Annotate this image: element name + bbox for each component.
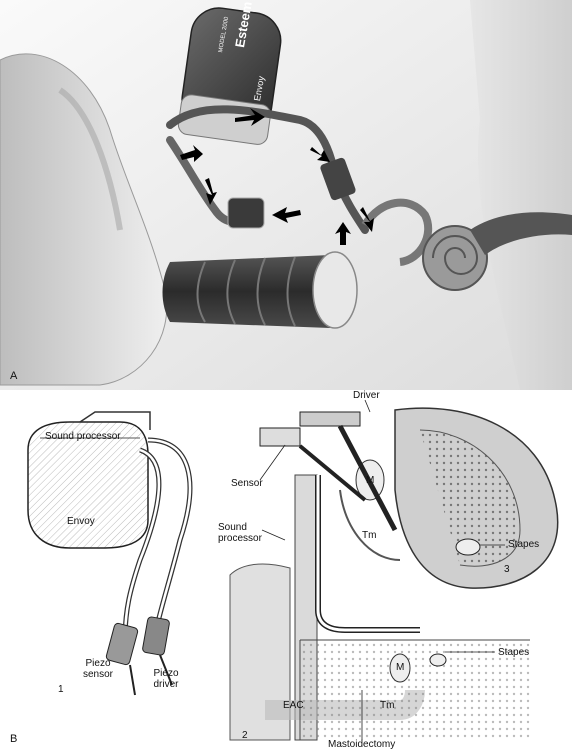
label-stapes-upper: Stapes (508, 539, 540, 550)
ear-canal-shape (162, 255, 343, 328)
label-mastoidectomy: Mastoidectomy (328, 739, 396, 750)
lead-driver-shape (166, 105, 369, 234)
label-m-lower: M (396, 662, 405, 673)
label-stapes-lower: Stapes (498, 647, 530, 658)
panel-a-drawing (0, 0, 572, 390)
skull-wall-shape (470, 0, 572, 390)
panel-b-line-drawing: Sound processor Envoy Piezo sensor Piezo… (0, 390, 572, 750)
auditory-nerve-shape (470, 212, 572, 255)
piezo-driver-tip (159, 654, 173, 686)
label-eac: EAC (283, 700, 304, 711)
mastoid-air-cells (300, 640, 530, 740)
label-m-upper: M (366, 475, 375, 486)
label-tm-upper: Tm (362, 530, 377, 541)
piezo-sensor-body (105, 622, 139, 666)
label-tm-lower: Tm (380, 700, 395, 711)
stapes-lower-shape (429, 653, 447, 667)
piezo-driver-body (142, 616, 170, 656)
panel-a-3d-illustration: Esteem MODEL 2000 Envoy A (0, 0, 572, 390)
malleus-lower (389, 653, 411, 683)
panel-b-drawing (27, 399, 559, 741)
arrow-3 (180, 145, 203, 162)
driver-rod (337, 424, 398, 532)
ear-canal-ridges (196, 256, 296, 327)
tm-upper-line (339, 489, 401, 561)
label-sound-processor: Sound processor (45, 431, 121, 442)
arrow-7 (360, 207, 374, 232)
stapes-upper-shape (455, 538, 481, 556)
envoy-device-drawing (27, 411, 151, 549)
piezo-sensor-tip (129, 664, 136, 696)
inset-air-cells (419, 429, 521, 567)
label-number-1: 1 (58, 684, 64, 695)
lead-driver-line (147, 437, 193, 636)
eardrum-shape (312, 251, 358, 329)
envoy-device (177, 7, 282, 145)
sensor-connector (227, 197, 265, 229)
arrow-6 (335, 222, 351, 245)
label-piezo-driver: Piezo driver (153, 668, 179, 690)
driver-connector (320, 157, 356, 201)
label-sensor: Sensor (231, 478, 263, 489)
sensor-rod (298, 444, 367, 502)
pinna-fold (58, 87, 123, 231)
label-driver: Driver (353, 390, 380, 401)
panel-a-letter: A (10, 370, 18, 382)
label-piezo-sensor: Piezo sensor (82, 658, 113, 680)
label-envoy: Envoy (67, 516, 95, 527)
label-number-2: 2 (242, 730, 248, 741)
pinna-shape (0, 53, 168, 386)
probe-driver (299, 411, 361, 427)
panel-b-letter: B (10, 733, 18, 745)
label-number-3: 3 (504, 564, 510, 575)
label-sound-processor-right: Sound processor (218, 522, 262, 544)
arrow-1 (235, 108, 265, 126)
skin-bone-shape (229, 563, 291, 741)
ossicle-shape (361, 198, 433, 266)
cochlea-spiral (432, 235, 479, 275)
probe-sensor (259, 427, 301, 447)
arrow-5 (272, 207, 301, 223)
arrow-2 (310, 147, 330, 162)
arrow-4 (205, 178, 217, 205)
